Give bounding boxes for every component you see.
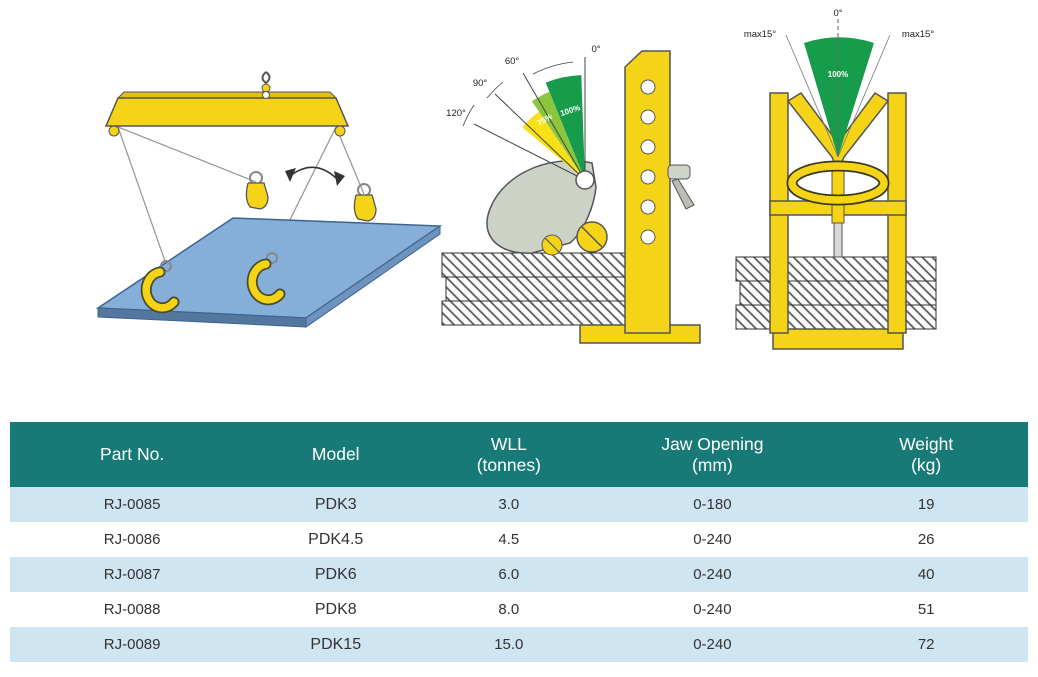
angle-arc-marks	[462, 61, 574, 127]
hanging-clamp	[353, 183, 377, 222]
model-cell: PDK8	[314, 600, 357, 618]
jaw-opening-cell: 0-240	[693, 566, 732, 583]
header-weight: Weight (kg)	[824, 422, 1028, 487]
model-cell: PDK4.5	[308, 530, 364, 548]
angle-label-0: 0°	[833, 8, 842, 19]
plate-clamp	[246, 252, 286, 306]
arrow-head-right	[334, 171, 345, 186]
header-part-no: Part No.	[10, 422, 255, 487]
load-cone	[804, 37, 874, 157]
table-row: RJ-0088 PDK8 8.0 0-240 51	[10, 592, 1028, 627]
angle-label-max15-left: max15°	[744, 29, 777, 40]
screw-rod	[833, 222, 843, 258]
angle-label-max15-right: max15°	[902, 29, 935, 40]
model-cell: PDK15	[310, 635, 362, 653]
beam-end-eye	[334, 125, 346, 137]
angle-rays	[473, 57, 586, 181]
load-zone-100	[545, 75, 585, 180]
plate-clamp	[140, 260, 180, 314]
product-illustrations: 120° 90° 60° 0° 75% 100%	[95, 8, 937, 350]
part-no-cell: RJ-0088	[103, 601, 161, 618]
lifting-eye	[788, 162, 888, 204]
weight-cell: 19	[917, 496, 935, 513]
wll-cell: 4.5	[498, 531, 520, 548]
part-no-cell: RJ-0086	[103, 531, 161, 548]
model-cell: PDK6	[314, 565, 357, 583]
wll-cell: 15.0	[494, 636, 524, 653]
header-jaw-opening: Jaw Opening (mm)	[600, 422, 825, 487]
model-cell: PDK3	[314, 495, 357, 513]
limit-line-left	[785, 34, 839, 158]
angle-label-90: 90°	[473, 78, 488, 89]
illustration-spreader-beam	[95, 71, 443, 328]
wll-cell: 8.0	[498, 601, 520, 618]
part-no-cell: RJ-0089	[103, 636, 161, 653]
beam-end-eye	[108, 125, 120, 137]
clamp-base	[772, 328, 904, 350]
angle-label-120: 120°	[446, 108, 466, 119]
weight-cell: 72	[917, 636, 935, 653]
table-row: RJ-0086 PDK4.5 4.5 0-240 26	[10, 522, 1028, 557]
weight-cell: 26	[917, 531, 935, 548]
load-label-100: 100%	[828, 70, 848, 79]
jaw-opening-cell: 0-180	[693, 496, 732, 513]
part-no-cell: RJ-0087	[103, 566, 161, 583]
table-header-row: Part No. Model WLL (tonnes) Jaw Opening …	[10, 422, 1028, 487]
weight-cell: 40	[917, 566, 935, 583]
spreader-beam	[104, 91, 350, 137]
illustration-clamp-front-view: 0° max15° max15° 100%	[735, 8, 937, 350]
load-zone-yellow	[522, 112, 585, 180]
illustration-clamp-side-view: 120° 90° 60° 0° 75% 100%	[441, 44, 701, 344]
jaw-opening-cell: 0-240	[693, 531, 732, 548]
part-no-cell: RJ-0085	[103, 496, 161, 513]
specification-table: Part No. Model WLL (tonnes) Jaw Opening …	[10, 422, 1028, 662]
crane-hook-icon	[261, 71, 271, 85]
table-row: RJ-0085 PDK3 3.0 0-180 19	[10, 487, 1028, 522]
jaw-opening-cell: 0-240	[693, 601, 732, 618]
clamp-arm	[486, 159, 597, 254]
angle-label-60: 60°	[505, 56, 520, 67]
arrow-head-left	[285, 168, 296, 182]
table-row: RJ-0089 PDK15 15.0 0-240 72	[10, 627, 1028, 662]
pivot-hole	[575, 170, 595, 190]
header-wll: WLL (tonnes)	[417, 422, 601, 487]
weight-cell: 51	[917, 601, 935, 618]
lifting-wires	[117, 126, 365, 265]
hanging-clamp	[245, 171, 269, 210]
plate-stack	[441, 252, 651, 326]
wll-cell: 3.0	[498, 496, 520, 513]
beam-top-eye	[261, 83, 271, 93]
jaw-opening-cell: 0-240	[693, 636, 732, 653]
clamp-handle	[667, 164, 695, 210]
limit-line-right	[837, 34, 891, 158]
stem	[831, 164, 845, 224]
spec-table-section: Part No. Model WLL (tonnes) Jaw Opening …	[10, 422, 1028, 662]
header-model: Model	[254, 422, 418, 487]
table-row: RJ-0087 PDK6 6.0 0-240 40	[10, 557, 1028, 592]
wll-cell: 6.0	[498, 566, 520, 583]
clamp-body	[624, 50, 671, 334]
angle-label-0: 0°	[591, 44, 600, 55]
